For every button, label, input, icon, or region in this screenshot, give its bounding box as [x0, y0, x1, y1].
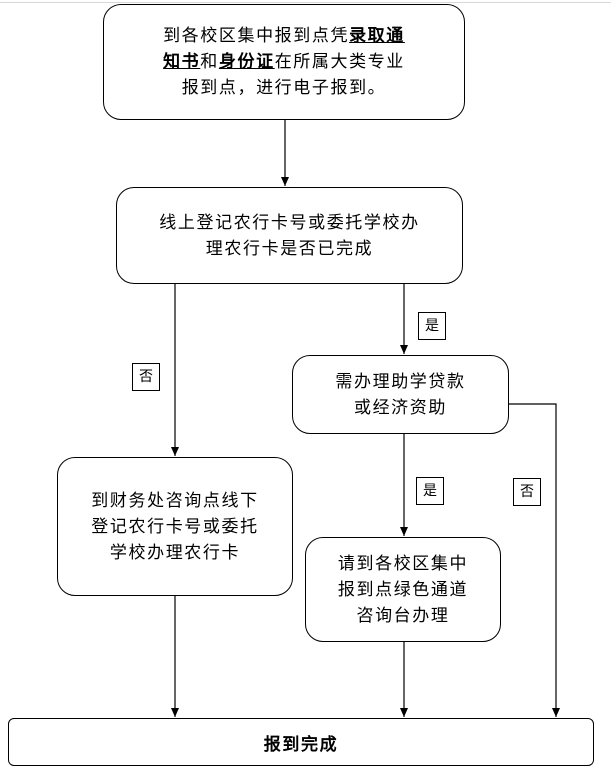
step1-line2: 在所属大类专业 — [274, 52, 405, 72]
step2-line1: 线上登记农行卡号或委托学校办 — [159, 212, 420, 233]
step1-conj: 和 — [200, 52, 219, 72]
step3-left-box: 到财务处咨询点线下 登记农行卡号或委托 学校办理农行卡 — [57, 457, 293, 596]
step3-right-line1: 需办理助学贷款 — [335, 371, 466, 392]
step1-bold-idcard: 身份证 — [218, 52, 275, 72]
end-box: 报到完成 — [8, 718, 594, 766]
top-rule — [0, 2, 611, 3]
step1-text: 到各校区集中报到点凭录取通 知书和身份证在所属大类专业 报到点，进行电子报到。 — [163, 23, 405, 101]
step3-right-box: 需办理助学贷款 或经济资助 — [292, 355, 509, 434]
step2-box: 线上登记农行卡号或委托学校办 理农行卡是否已完成 — [116, 187, 463, 284]
step3-left-line1: 到财务处咨询点线下 — [91, 490, 259, 511]
step1-bold-notice: 知书 — [163, 52, 201, 72]
step3-right-text: 需办理助学贷款 或经济资助 — [335, 369, 465, 421]
edge-label-step2-no: 否 — [132, 363, 160, 391]
edge-label-step2-yes: 是 — [418, 312, 446, 340]
step4-right-line1: 请到各校区集中 — [337, 553, 469, 574]
step2-line2: 理农行卡是否已完成 — [205, 238, 374, 259]
step3-left-line3: 学校办理农行卡 — [109, 542, 241, 563]
step1-bold-admission: 录取通 — [349, 26, 405, 46]
edge-label-aid-yes: 是 — [416, 477, 444, 505]
step3-right-line2: 或经济资助 — [353, 397, 447, 418]
step2-text: 线上登记农行卡号或委托学校办 理农行卡是否已完成 — [159, 210, 419, 262]
step3-left-line2: 登记农行卡号或委托 — [91, 516, 259, 537]
step4-right-line3: 咨询台办理 — [356, 605, 450, 626]
step4-right-box: 请到各校区集中 报到点绿色通道 咨询台办理 — [305, 537, 501, 642]
step1-box: 到各校区集中报到点凭录取通 知书和身份证在所属大类专业 报到点，进行电子报到。 — [103, 4, 465, 120]
end-label: 报到完成 — [263, 734, 339, 755]
arrow-aid-no-to-end — [509, 403, 560, 717]
step3-left-text: 到财务处咨询点线下 登记农行卡号或委托 学校办理农行卡 — [91, 488, 258, 566]
edge-label-aid-no: 否 — [513, 478, 541, 506]
step4-right-line2: 报到点绿色通道 — [337, 579, 469, 600]
step4-right-text: 请到各校区集中 报到点绿色通道 咨询台办理 — [338, 551, 468, 629]
step1-line3: 报到点，进行电子报到。 — [181, 78, 387, 98]
step1-line1: 到各校区集中报到点凭 — [163, 26, 350, 46]
